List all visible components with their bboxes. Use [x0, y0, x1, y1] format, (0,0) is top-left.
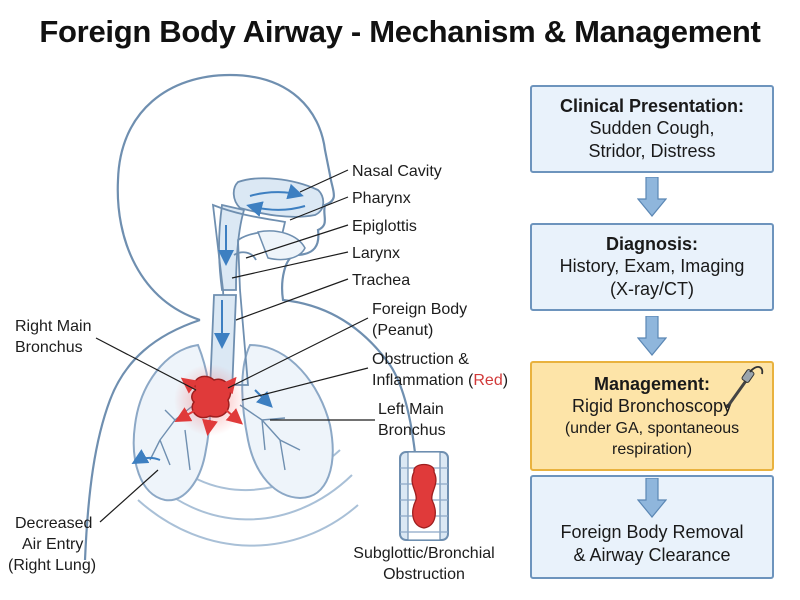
- page-title: Foreign Body Airway - Mechanism & Manage…: [39, 14, 761, 49]
- management-line3: respiration): [611, 441, 693, 458]
- label-decreased-3: (Right Lung): [8, 557, 96, 574]
- label-right-main-1: Right Main: [15, 318, 91, 335]
- presentation-line2: Stridor, Distress: [588, 141, 716, 161]
- diagnosis-line2: (X-ray/CT): [610, 279, 694, 299]
- diagnosis-heading: Diagnosis:: [605, 234, 698, 254]
- label-epiglottis: Epiglottis: [352, 218, 417, 235]
- label-right-main-2: Bronchus: [15, 339, 83, 356]
- leader-lines: [95, 169, 375, 523]
- diagnosis-box: Diagnosis: History, Exam, Imaging (X-ray…: [530, 223, 774, 311]
- down-arrow-icon: [637, 177, 667, 217]
- label-subglottic-1: Subglottic/Bronchial: [353, 545, 494, 562]
- label-foreign-body-1: Foreign Body: [372, 301, 467, 318]
- label-decreased-2: Air Entry: [22, 536, 83, 553]
- label-subglottic-2: Obstruction: [383, 566, 465, 583]
- body-silhouette: [83, 73, 420, 561]
- management-box: Management: Rigid Bronchoscopy (under GA…: [530, 361, 774, 471]
- foreign-body-peanut: [191, 375, 232, 419]
- diagnosis-line1: History, Exam, Imaging: [559, 256, 745, 276]
- tongue-shape: [256, 230, 306, 261]
- management-line2: (under GA, spontaneous: [564, 420, 740, 437]
- label-larynx: Larynx: [352, 245, 400, 262]
- label-obstruction-1: Obstruction &: [372, 351, 469, 368]
- bronchoscope-icon: [726, 366, 764, 408]
- management-line1: Rigid Bronchoscopy: [571, 396, 733, 416]
- epiglottis-shape: [233, 251, 257, 261]
- label-obstruction-2: Inflammation (Red): [372, 372, 508, 389]
- label-pharynx: Pharynx: [352, 190, 411, 207]
- presentation-line1: Sudden Cough,: [589, 118, 715, 138]
- removal-line2: & Airway Clearance: [573, 545, 731, 565]
- label-left-main-2: Bronchus: [378, 422, 446, 439]
- airflow-arrows: [131, 183, 306, 464]
- inflammation-arrows: [174, 376, 244, 436]
- left-lung: [241, 343, 334, 500]
- down-arrow-icon: [637, 316, 667, 356]
- subglottic-inset: [399, 451, 449, 541]
- label-nasal-cavity: Nasal Cavity: [352, 163, 442, 180]
- removal-line1: Foreign Body Removal: [560, 522, 744, 542]
- label-foreign-body-2: (Peanut): [372, 322, 433, 339]
- label-trachea: Trachea: [352, 272, 410, 289]
- management-heading: Management:: [593, 374, 710, 394]
- presentation-box: Clinical Presentation: Sudden Cough, Str…: [530, 85, 774, 173]
- label-left-main-1: Left Main: [378, 401, 444, 418]
- presentation-heading: Clinical Presentation:: [559, 96, 745, 116]
- down-arrow-icon: [637, 478, 667, 518]
- label-decreased-1: Decreased: [15, 515, 92, 532]
